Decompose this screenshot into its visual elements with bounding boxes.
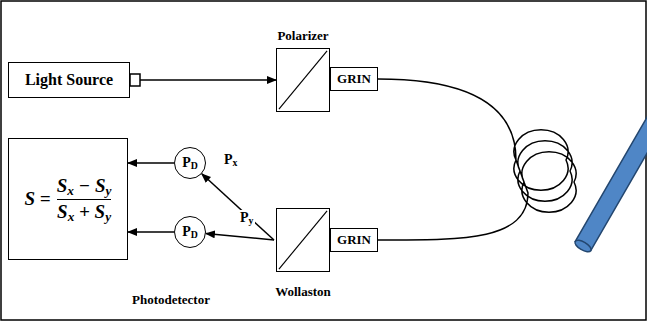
prism-box: Polarizer bbox=[276, 48, 330, 112]
signal-arrow bbox=[206, 234, 274, 240]
formula-box: S = Sx − Sy Sx + Sy bbox=[8, 138, 128, 260]
component-box: GRIN bbox=[330, 67, 378, 91]
signal-arrow bbox=[140, 79, 276, 81]
prism-diagonal bbox=[277, 209, 329, 271]
fraction: Sx − Sy Sx + Sy bbox=[57, 176, 112, 223]
signal-arrow bbox=[128, 162, 174, 164]
optical-fiber bbox=[378, 79, 576, 240]
component-box: GRIN bbox=[330, 228, 378, 252]
node-text: Wollaston bbox=[275, 285, 331, 299]
component-box: Light Source bbox=[8, 62, 130, 98]
node-text: Sx + Sy bbox=[57, 202, 111, 223]
node-text: S = bbox=[25, 189, 51, 210]
photodetector-circle: PD bbox=[174, 147, 206, 179]
photodetector-circle: PD bbox=[174, 216, 206, 248]
source-port bbox=[130, 74, 140, 86]
fraction-bar bbox=[57, 199, 112, 200]
signal-arrow bbox=[128, 231, 174, 233]
node-text: GRIN bbox=[337, 233, 371, 247]
node-text: PD bbox=[182, 155, 198, 170]
node-text: Light Source bbox=[25, 71, 113, 89]
node-text: GRIN bbox=[337, 72, 371, 86]
part-label: Photodetector bbox=[130, 293, 212, 307]
edge-label: Py bbox=[238, 210, 255, 225]
node-text: Sx − Sy bbox=[57, 176, 112, 197]
signal-arrow bbox=[202, 174, 274, 240]
prism-diagonal bbox=[277, 49, 329, 111]
node-text: PD bbox=[182, 224, 198, 239]
prism-box: Wollaston bbox=[276, 208, 330, 272]
node-text: Polarizer bbox=[277, 29, 328, 43]
edge-label: Px bbox=[222, 152, 239, 167]
formula: S = Sx − Sy Sx + Sy bbox=[25, 176, 112, 223]
sensing-rod bbox=[573, 34, 647, 254]
